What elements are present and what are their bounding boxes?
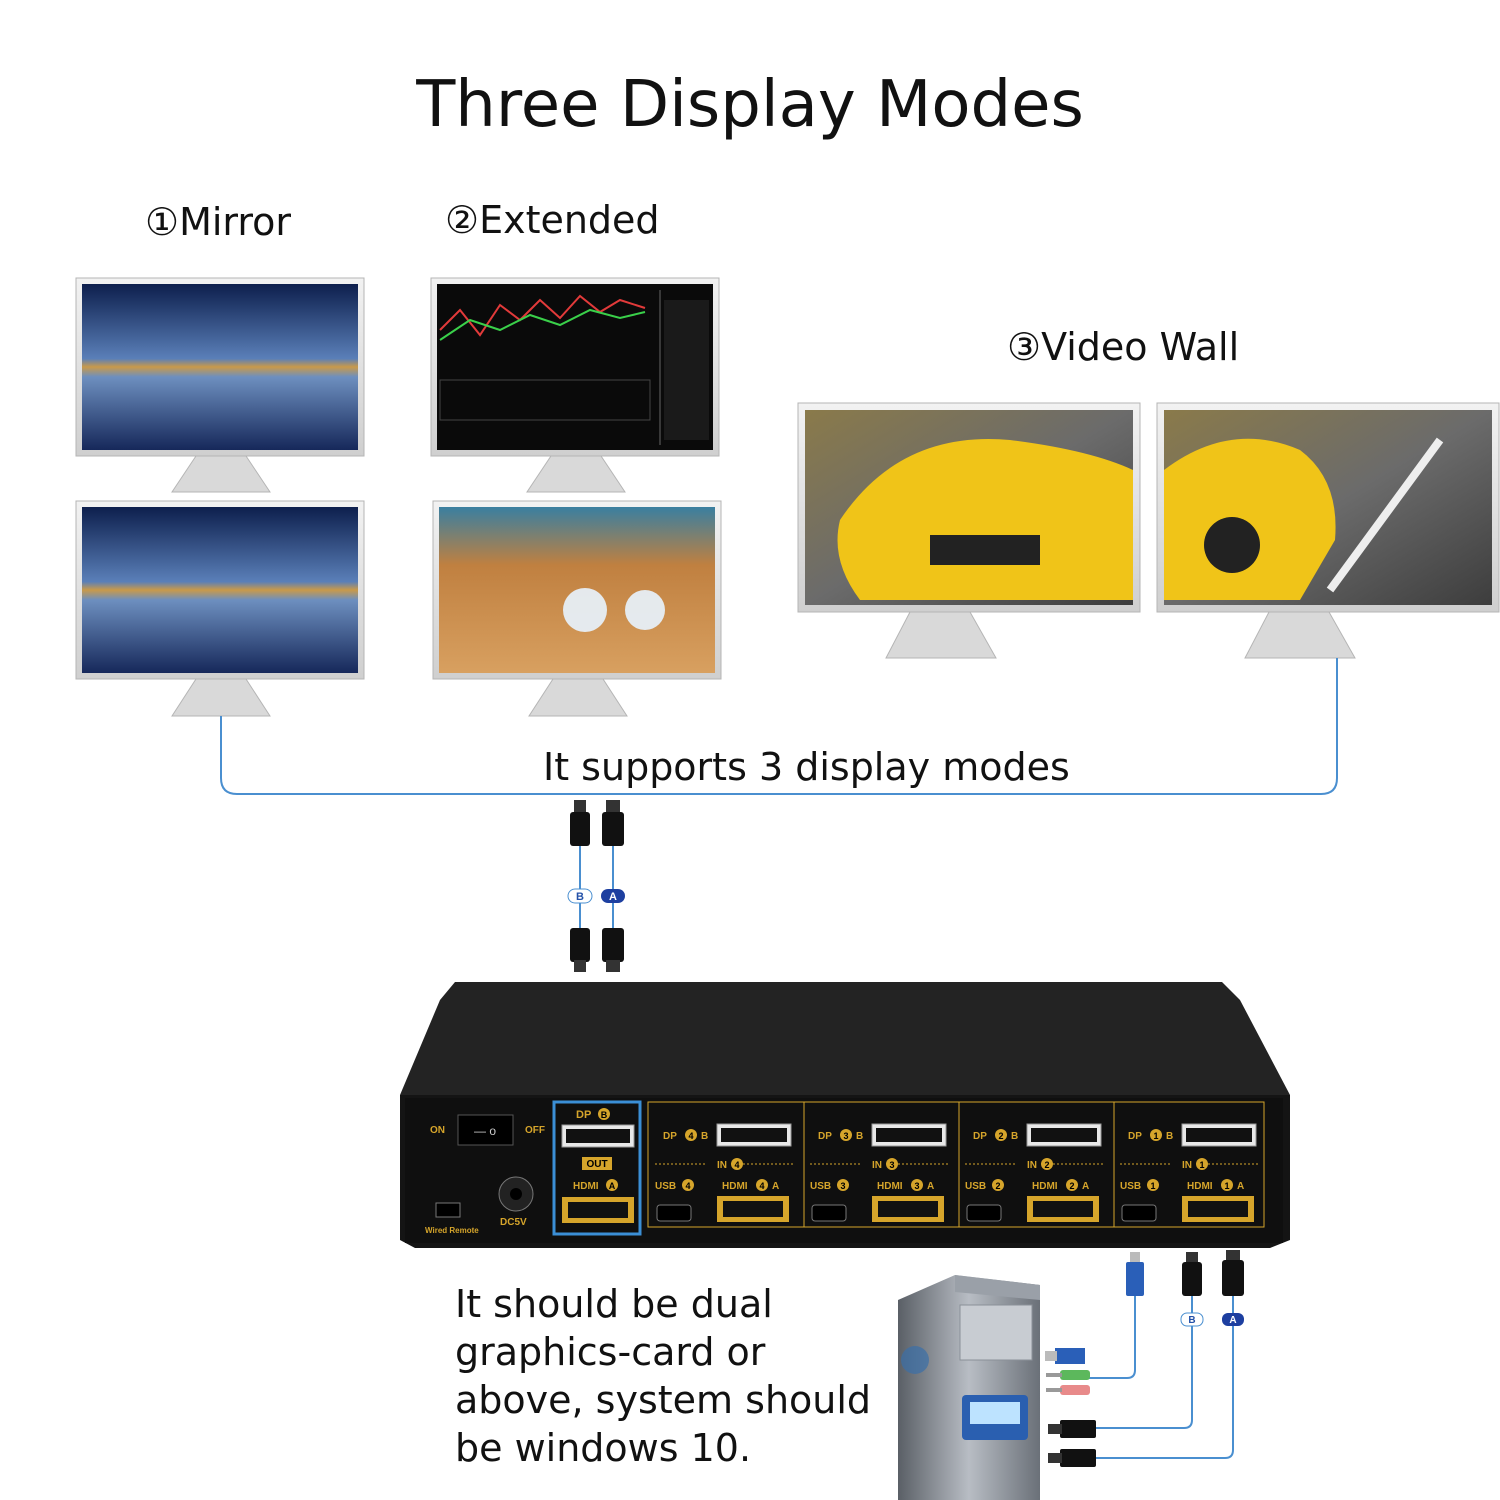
usb-in-port[interactable] (656, 1204, 692, 1222)
wired-remote-label: Wired Remote (425, 1226, 479, 1235)
input-dp-tag: B (856, 1131, 863, 1142)
hdmi-plug-icon (1048, 1449, 1096, 1467)
input-usb-number: 2 (995, 1181, 1000, 1191)
cable-tag-a-text: A (609, 891, 617, 903)
input-dp-label: DP (973, 1131, 987, 1142)
input-hdmi-number: 1 (1224, 1181, 1229, 1191)
dp-plug-icon (1048, 1420, 1096, 1438)
hdmi-plug-icon (1222, 1250, 1244, 1296)
monitor-videowall-right (1156, 402, 1500, 659)
input-usb-number: 3 (840, 1181, 845, 1191)
pc-tag-b-text: B (1188, 1315, 1195, 1326)
monitor-link-line (220, 658, 1338, 795)
input-in-label: IN (717, 1160, 727, 1171)
input-hdmi-number: 4 (759, 1181, 764, 1191)
input-usb-number: 1 (1150, 1181, 1155, 1191)
cable-tag-b: B (1180, 1312, 1204, 1327)
out-hdmi-tag: A (609, 1181, 616, 1191)
input-in-label: IN (872, 1160, 882, 1171)
monitor-mirror-bottom (75, 500, 365, 717)
input-usb-label: USB (965, 1181, 986, 1192)
input-dp-label: DP (1128, 1131, 1142, 1142)
requirement-text: It should be dual graphics-card or above… (455, 1280, 885, 1472)
input-in-number: 1 (1199, 1160, 1204, 1170)
monitor-extended-top (430, 277, 720, 493)
input-hdmi-number: 3 (914, 1181, 919, 1191)
requirement-line: be windows 10. (455, 1426, 752, 1470)
power-switch[interactable] (457, 1114, 514, 1146)
input-dp-label: DP (818, 1131, 832, 1142)
out-dp-tag: B (601, 1110, 608, 1120)
input-dp-tag: B (701, 1131, 708, 1142)
requirement-line: It should be dual (455, 1282, 773, 1326)
input-dp-tag: B (1011, 1131, 1018, 1142)
input-hdmi-label: HDMI (722, 1181, 748, 1192)
usb-in-port[interactable] (1121, 1204, 1157, 1222)
mode-videowall-label: ③Video Wall (1007, 325, 1240, 369)
requirement-line: above, system should (455, 1378, 872, 1422)
audio-pink-plug-icon (1046, 1385, 1090, 1395)
kvm-switch: ON — o OFF Wired Remote DC5V DP B OUT HD… (400, 982, 1290, 1248)
usb-plug-icon (1126, 1252, 1144, 1296)
input-dp-label: DP (663, 1131, 677, 1142)
input-hdmi-tag: A (772, 1181, 779, 1192)
input-usb-label: USB (1120, 1181, 1141, 1192)
audio-green-plug-icon (1046, 1370, 1090, 1380)
power-switch-glyph: — o (474, 1124, 496, 1138)
support-text: It supports 3 display modes (543, 745, 1070, 789)
input-dp-number: 4 (688, 1131, 693, 1141)
input-in-number: 3 (889, 1160, 894, 1170)
monitor-mirror-top (75, 277, 365, 493)
wired-remote-port[interactable] (435, 1202, 461, 1218)
input-hdmi-label: HDMI (1187, 1181, 1213, 1192)
out-hdmi-label: HDMI (573, 1181, 599, 1192)
monitor-extended-bottom (432, 500, 722, 717)
switch-off-label: OFF (525, 1125, 545, 1136)
out-dp-label: DP (576, 1109, 591, 1121)
usb-plug-icon (1045, 1348, 1085, 1364)
switch-on-label: ON (430, 1125, 445, 1136)
pc-tag-a-text: A (1229, 1315, 1236, 1326)
usb-in-port[interactable] (966, 1204, 1002, 1222)
hdmi-plug-icon (602, 928, 624, 972)
input-usb-number: 4 (685, 1181, 690, 1191)
input-hdmi-number: 2 (1069, 1181, 1074, 1191)
page-title: Three Display Modes (416, 68, 1084, 142)
input-hdmi-label: HDMI (1032, 1181, 1058, 1192)
input-hdmi-tag: A (1237, 1181, 1244, 1192)
out-label: OUT (586, 1159, 607, 1170)
dp-plug-icon (1182, 1252, 1202, 1296)
monitor-videowall-left (797, 402, 1141, 659)
pc-tower (898, 1275, 1040, 1500)
input-in-number: 4 (734, 1160, 739, 1170)
dp-plug-icon (570, 800, 590, 846)
usb-in-port[interactable] (811, 1204, 847, 1222)
mode-mirror-label: ①Mirror (145, 200, 292, 244)
hdmi-plug-icon (602, 800, 624, 846)
input-dp-tag: B (1166, 1131, 1173, 1142)
input-hdmi-label: HDMI (877, 1181, 903, 1192)
input-in-number: 2 (1044, 1160, 1049, 1170)
input-in-label: IN (1182, 1160, 1192, 1171)
dp-plug-icon (570, 928, 590, 972)
requirement-line: graphics-card or (455, 1330, 766, 1374)
cable-tag-b: B (567, 888, 593, 904)
input-dp-number: 2 (998, 1131, 1003, 1141)
mode-extended-label: ②Extended (445, 198, 660, 242)
input-hdmi-tag: A (1082, 1181, 1089, 1192)
input-dp-number: 3 (843, 1131, 848, 1141)
input-usb-label: USB (655, 1181, 676, 1192)
input-in-label: IN (1027, 1160, 1037, 1171)
input-dp-number: 1 (1153, 1131, 1158, 1141)
dc-label: DC5V (500, 1217, 527, 1228)
cable-tag-b-text: B (576, 891, 584, 903)
cable-tag-a: A (601, 889, 625, 903)
input-hdmi-tag: A (927, 1181, 934, 1192)
input-usb-label: USB (810, 1181, 831, 1192)
cable-tag-a: A (1222, 1313, 1244, 1326)
output-highlight (552, 1100, 642, 1236)
